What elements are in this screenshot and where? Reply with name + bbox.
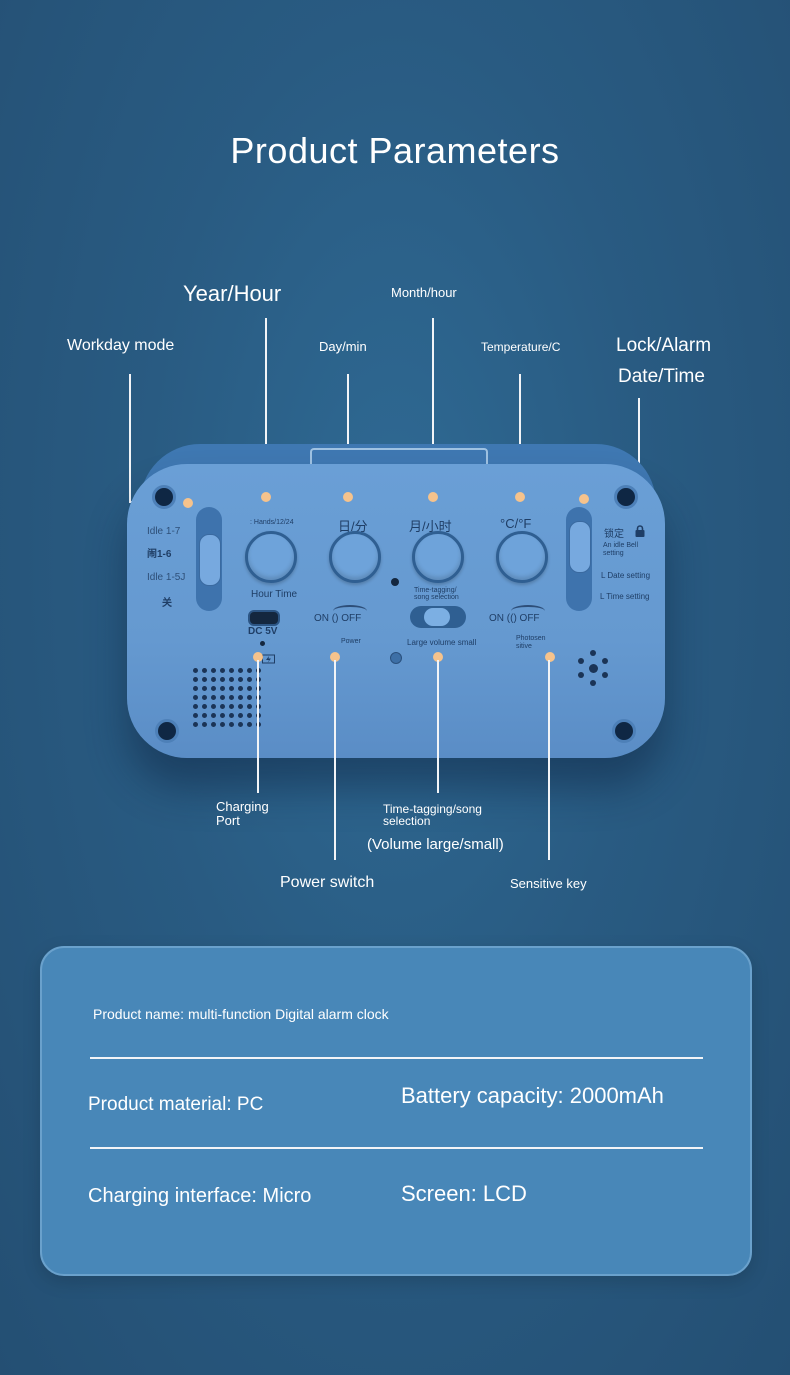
- slider-opt-1: Idle 1-7: [147, 526, 181, 537]
- leader-power: [334, 660, 336, 860]
- label-lock-alarm: Lock/Alarm: [616, 335, 712, 356]
- dot-day-min: [343, 492, 353, 502]
- leader-sensitive: [548, 660, 550, 860]
- battery-capacity: Battery capacity: 2000mAh: [401, 1083, 664, 1108]
- label-month-hour: Month/hour: [391, 285, 457, 300]
- leader-charging: [257, 660, 259, 793]
- right-opt-4: L Time setting: [600, 592, 650, 601]
- hour-time-label: Hour Time: [251, 589, 298, 600]
- leader-workday: [129, 374, 131, 503]
- label-time-tagging-1: Time-tagging/song: [383, 802, 482, 816]
- label-temperature: Temperature/C: [481, 340, 561, 354]
- lock-icon: [634, 524, 646, 537]
- power-label: Power: [341, 638, 361, 645]
- page-title: Product Parameters: [230, 130, 560, 171]
- label-workday-mode: Workday mode: [67, 337, 175, 354]
- dc-label: DC 5V: [248, 626, 278, 637]
- dot-sensitive: [545, 652, 555, 662]
- dot-workday: [183, 498, 193, 508]
- charging-port[interactable]: [248, 610, 280, 626]
- label-power-switch: Power switch: [280, 874, 375, 891]
- screen-type: Screen: LCD: [401, 1181, 527, 1206]
- btn2-label: 日/分: [338, 519, 368, 534]
- on-off-2: ON (() OFF: [489, 613, 540, 624]
- label-time-tagging-2: selection: [383, 814, 431, 828]
- on-off-1: ON () OFF: [314, 613, 362, 624]
- temperature-button[interactable]: [496, 531, 548, 583]
- lock-slider-knob[interactable]: [569, 521, 591, 573]
- card-divider-2: [90, 1147, 703, 1149]
- leader-lock: [638, 398, 640, 503]
- dot-year-hour: [261, 492, 271, 502]
- card-divider-1: [90, 1057, 703, 1059]
- dot-temperature: [515, 492, 525, 502]
- leader-time-tagging: [437, 660, 439, 793]
- alarm-switch-arc[interactable]: [511, 605, 545, 617]
- light-sensor: [390, 652, 402, 664]
- speaker-grille: [193, 668, 265, 731]
- clock-top-panel: [310, 448, 488, 470]
- workday-slider[interactable]: [196, 507, 222, 611]
- label-day-min: Day/min: [319, 339, 367, 354]
- info-card: [40, 946, 752, 1276]
- btn3-label: 月/小时: [409, 519, 452, 534]
- dot-month-hour: [428, 492, 438, 502]
- label-year-hour: Year/Hour: [183, 281, 282, 306]
- leader-day-min: [347, 374, 349, 496]
- slider-opt-3: Idle 1-5J: [147, 572, 186, 583]
- buzzer-holes: [574, 650, 614, 690]
- label-charging-1: Charging: [216, 799, 269, 814]
- leader-month-hour: [432, 318, 434, 496]
- year-hour-button[interactable]: [245, 531, 297, 583]
- screw-bottom-right: [612, 719, 636, 743]
- tt-small-1: Time-tagging/: [414, 587, 457, 594]
- screw-bottom-left: [155, 719, 179, 743]
- right-opt-2: setting: [603, 550, 624, 557]
- product-name: Product name: multi-function Digital ala…: [93, 1006, 389, 1022]
- battery-icon: [262, 651, 276, 664]
- dot-lock: [579, 494, 589, 504]
- leader-year-hour: [265, 318, 267, 496]
- volume-switch-knob[interactable]: [424, 608, 450, 626]
- lock-label: 锁定: [604, 529, 624, 540]
- label-charging-2: Port: [216, 813, 240, 828]
- right-opt-3: L Date setting: [601, 571, 651, 580]
- leader-temperature: [519, 374, 521, 496]
- tt-small-2: song selection: [414, 594, 459, 601]
- dot-charging: [253, 652, 263, 662]
- dot-time-tagging: [433, 652, 443, 662]
- month-hour-button[interactable]: [412, 531, 464, 583]
- product-material: Product material: PC: [88, 1094, 264, 1115]
- charge-led: [260, 641, 265, 646]
- right-opt-1: An idle Bell: [603, 542, 639, 549]
- photo-1: Photosen: [516, 635, 546, 642]
- day-min-button[interactable]: [329, 531, 381, 583]
- charging-interface: Charging interface: Micro: [88, 1185, 312, 1207]
- label-volume: (Volume large/small): [367, 836, 504, 853]
- photo-2: sitive: [516, 643, 532, 650]
- volume-switch[interactable]: [410, 606, 466, 628]
- label-sensitive-key: Sensitive key: [510, 876, 587, 891]
- label-date-time: Date/Time: [618, 366, 705, 387]
- workday-slider-knob[interactable]: [199, 534, 221, 586]
- lock-slider[interactable]: [566, 507, 592, 611]
- dot-power: [330, 652, 340, 662]
- screw-top-right: [614, 485, 638, 509]
- btn4-label: °C/°F: [500, 516, 532, 531]
- power-switch-arc[interactable]: [333, 605, 367, 617]
- slider-opt-2: 闹1-6: [147, 549, 172, 560]
- reset-hole: [391, 578, 399, 586]
- large-volume-label: Large volume small: [407, 638, 477, 647]
- hands-label: : Hands/12/24: [250, 519, 294, 526]
- screw-top-left: [152, 485, 176, 509]
- slider-opt-4: 关: [162, 598, 172, 609]
